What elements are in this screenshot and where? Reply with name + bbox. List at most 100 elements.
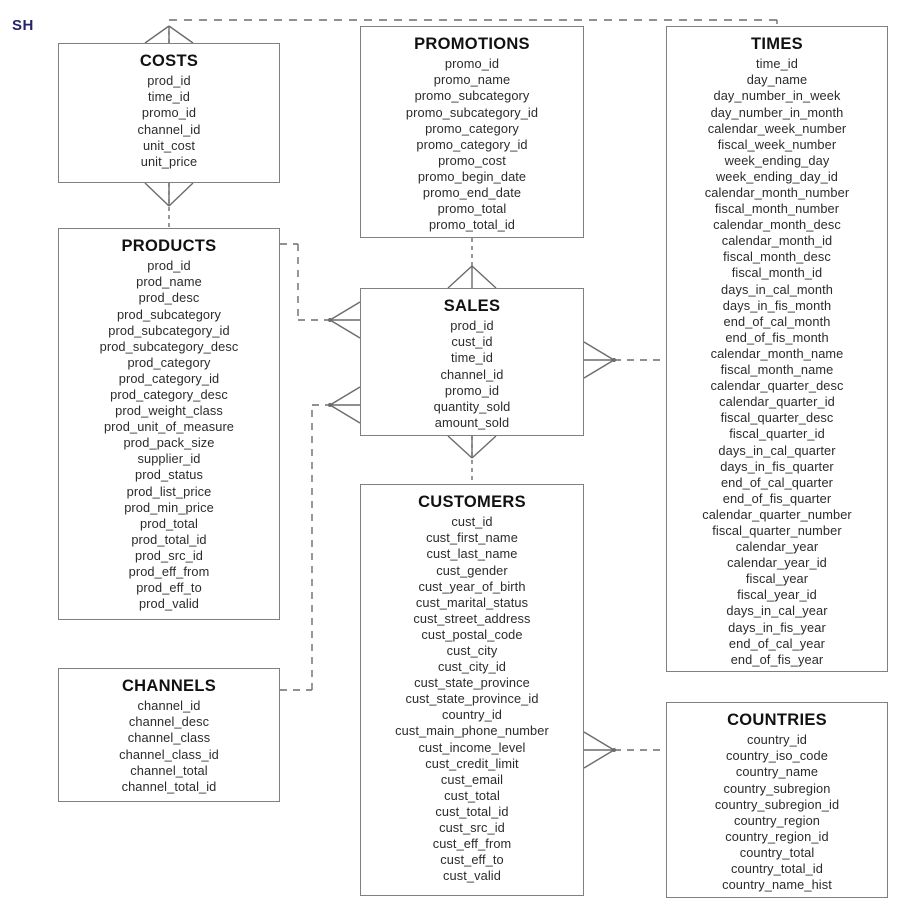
column: prod_unit_of_measure [103, 419, 235, 435]
column: cust_email [440, 771, 504, 787]
column: cust_eff_to [440, 852, 504, 868]
entity-title-costs: COSTS [139, 52, 199, 70]
column: cust_last_name [426, 546, 518, 562]
column: end_of_fis_month [725, 329, 829, 345]
column: country_id [441, 707, 503, 723]
entity-title-sales: SALES [443, 297, 501, 315]
column: channel_total [130, 762, 208, 778]
schema-label: SH [12, 17, 34, 34]
entity-title-channels: CHANNELS [121, 677, 217, 695]
column: cust_id [451, 514, 493, 530]
column: country_name [735, 764, 819, 780]
column: prod_eff_from [128, 564, 210, 580]
column: calendar_year [735, 539, 819, 555]
column: unit_cost [142, 137, 196, 153]
column: calendar_week_number [707, 120, 847, 136]
column: country_total_id [731, 861, 823, 877]
column: prod_min_price [124, 499, 214, 515]
column: days_in_cal_month [721, 281, 833, 297]
entity-title-products: PRODUCTS [121, 237, 217, 255]
column: prod_status [135, 467, 203, 483]
column: calendar_quarter_number [702, 506, 852, 522]
column: country_total [739, 844, 815, 860]
column: week_ending_day [724, 152, 830, 168]
column: prod_id [450, 318, 494, 334]
column: cust_total [444, 787, 500, 803]
column: prod_total_id [131, 531, 207, 547]
column: cust_state_province [414, 675, 530, 691]
column: amount_sold [434, 414, 510, 430]
column: cust_city [446, 643, 498, 659]
column: promo_id [141, 105, 197, 121]
column: end_of_cal_quarter [720, 474, 834, 490]
column: supplier_id [137, 451, 201, 467]
column: day_number_in_month [710, 104, 844, 120]
column: promo_begin_date [417, 168, 527, 184]
column: cust_src_id [439, 820, 505, 836]
column: prod_category_id [118, 370, 220, 386]
column: prod_eff_to [136, 580, 202, 596]
column: prod_category_desc [110, 387, 228, 403]
column: cust_credit_limit [425, 755, 519, 771]
column: day_number_in_week [713, 88, 841, 104]
column: cust_city_id [437, 659, 507, 675]
column: prod_id [147, 258, 191, 274]
column: days_in_fis_month [722, 297, 832, 313]
column: time_id [451, 350, 493, 366]
column: calendar_quarter_id [719, 394, 835, 410]
edge-channels-sales [280, 386, 361, 691]
column: fiscal_month_desc [723, 249, 831, 265]
column: channel_desc [128, 714, 210, 730]
column: promo_subcategory [414, 88, 530, 104]
column: promo_category [425, 120, 519, 136]
column: prod_subcategory_id [108, 322, 230, 338]
column: channel_class [127, 730, 211, 746]
column: day_name [746, 72, 808, 88]
column: end_of_cal_month [723, 313, 831, 329]
column: prod_valid [138, 596, 200, 612]
column: channel_id [440, 366, 504, 382]
entity-title-times: TIMES [751, 35, 803, 53]
column: country_iso_code [726, 748, 828, 764]
column: prod_weight_class [115, 403, 223, 419]
column: prod_total [140, 515, 198, 531]
column: cust_eff_from [432, 836, 512, 852]
column: country_region [733, 812, 821, 828]
column: fiscal_month_name [720, 362, 834, 378]
column: cust_income_level [418, 739, 526, 755]
column: fiscal_quarter_number [712, 522, 842, 538]
column: cust_gender [436, 562, 508, 578]
column: channel_id [137, 121, 201, 137]
column: cust_state_province_id [405, 691, 539, 707]
column: prod_category [127, 354, 211, 370]
column: quantity_sold [433, 398, 511, 414]
column: fiscal_month_id [731, 265, 823, 281]
column: promo_subcategory_id [405, 104, 539, 120]
column: promo_id [444, 382, 500, 398]
column: days_in_fis_year [728, 619, 826, 635]
column: fiscal_year [745, 571, 809, 587]
column: channel_id [137, 698, 201, 714]
column: fiscal_year_id [737, 587, 817, 603]
column: calendar_quarter_desc [710, 378, 844, 394]
column: fiscal_quarter_desc [720, 410, 834, 426]
column: time_id [148, 89, 190, 105]
column: channel_class_id [119, 746, 219, 762]
column: cust_marital_status [415, 594, 529, 610]
edge-customers-sales [447, 435, 497, 484]
edge-customers-countries [583, 731, 666, 769]
column: promo_name [433, 72, 511, 88]
column: calendar_year_id [727, 555, 827, 571]
